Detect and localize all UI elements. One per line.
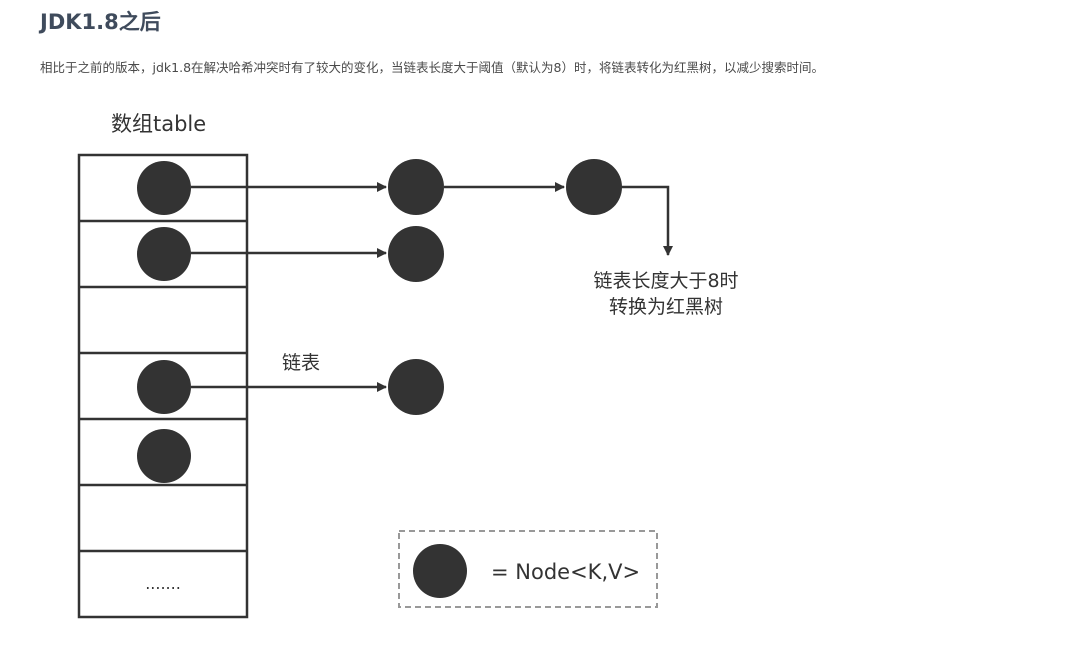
bucket-node-4 [137,360,191,414]
bucket-node-2 [137,227,191,281]
legend-text: = Node<K,V> [491,560,640,584]
array-table-label: 数组table [111,112,206,136]
legend-box [398,530,658,608]
intro-paragraph: 相比于之前的版本，jdk1.8在解决哈希冲突时有了较大的变化，当链表长度大于阈值… [40,60,824,75]
legend-node-icon [413,544,467,598]
treeify-note-line-2: 转换为红黑树 [609,296,723,318]
page-title: JDK1.8之后 [40,10,161,34]
treeify-arrow [621,185,673,256]
linked-list-label: 链表 [282,352,320,374]
chain-node [566,159,622,215]
bucket-node-5 [137,429,191,483]
legend: = Node<K,V> [398,530,658,608]
chain-node [388,159,444,215]
treeify-note-line-1: 链表长度大于8时 [593,270,738,292]
bucket-node-1 [137,161,191,215]
chain-node [388,359,444,415]
chain-node [388,226,444,282]
array-ellipsis: ....... [145,574,181,593]
